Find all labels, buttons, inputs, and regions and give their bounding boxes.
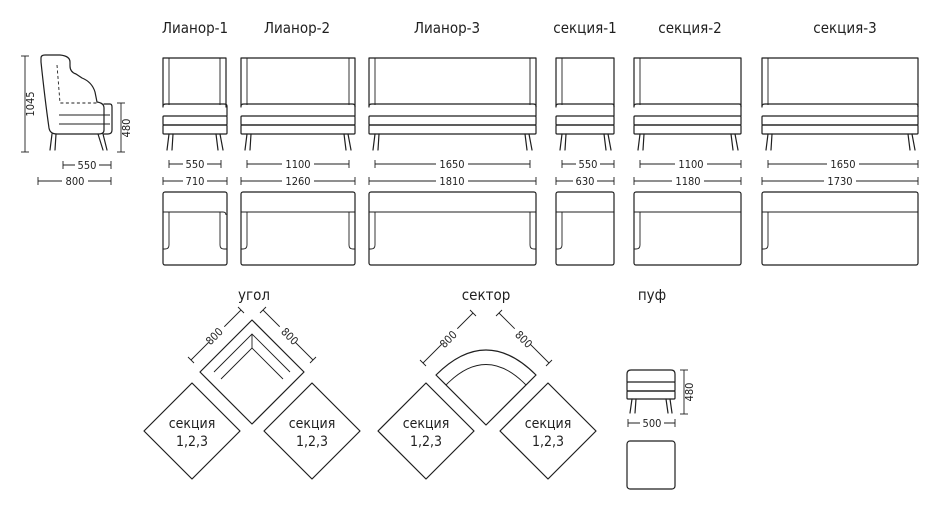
lianor-1-front-view [162, 57, 228, 151]
armchair-seat-height-dim: 480 [120, 119, 133, 138]
corner-diamond-right-line2: 1,2,3 [296, 434, 328, 450]
title-sector: сектор [462, 286, 511, 304]
title-pouf: пуф [638, 286, 666, 304]
section-2-outer-dim: 1180 [675, 175, 700, 188]
sector-diamond-left-line2: 1,2,3 [410, 434, 442, 450]
lianor-3-dims: 1650 1810 [368, 158, 537, 188]
lianor-1-inner-dim: 550 [186, 158, 205, 171]
lianor-2-outer-dim: 1260 [285, 175, 310, 188]
corner-diamond-left-line1: секция [169, 416, 216, 432]
sector-diamond-left-line1: секция [403, 416, 450, 432]
corner-diamond-right-line1: секция [289, 416, 336, 432]
corner-diamond-left-line2: 1,2,3 [176, 434, 208, 450]
section-3-top-view [761, 191, 919, 266]
lianor-1-dims: 550 710 [162, 158, 228, 188]
sector-diamond-right-line1: секция [525, 416, 572, 432]
title-section-1: секция-1 [553, 19, 616, 37]
section-1-outer-dim: 630 [576, 175, 595, 188]
title-section-3: секция-3 [813, 19, 876, 37]
section-1-front-view [555, 57, 615, 151]
lianor-1-top-view [162, 191, 228, 266]
section-1-top-view [555, 191, 615, 266]
section-3-inner-dim: 1650 [830, 158, 855, 171]
title-lianor-3: Лианор-3 [414, 19, 480, 37]
lianor-3-outer-dim: 1810 [439, 175, 464, 188]
section-1-dims: 550 630 [555, 158, 615, 188]
lianor-3-inner-dim: 1650 [439, 158, 464, 171]
corner-diamond-left: секция 1,2,3 [143, 382, 241, 480]
lianor-2-inner-dim: 1100 [285, 158, 310, 171]
title-lianor-1: Лианор-1 [162, 19, 228, 37]
pouf-top-view [626, 440, 676, 490]
armchair-depth-dim: 800 [66, 175, 85, 188]
section-1-inner-dim: 550 [579, 158, 598, 171]
armchair-side-view: 1045 480 550 800 [21, 54, 133, 188]
sector-diamond-right: секция 1,2,3 [499, 382, 597, 480]
lianor-3-top-view [368, 191, 537, 266]
lianor-2-front-view [240, 57, 356, 151]
section-3-dims: 1650 1730 [761, 158, 919, 188]
sector-diamond-right-line2: 1,2,3 [532, 434, 564, 450]
section-3-outer-dim: 1730 [827, 175, 852, 188]
sector-diamond-left: секция 1,2,3 [377, 382, 475, 480]
section-2-front-view [633, 57, 742, 151]
section-2-dims: 1100 1180 [633, 158, 742, 188]
title-corner: угол [238, 286, 270, 304]
section-2-top-view [633, 191, 742, 266]
pouf-width-dim: 500 [643, 417, 662, 430]
section-3-front-view [761, 57, 919, 151]
lianor-1-outer-dim: 710 [186, 175, 205, 188]
pouf-height-dim: 480 [683, 383, 696, 402]
corner-diamond-right: секция 1,2,3 [263, 382, 361, 480]
title-section-2: секция-2 [658, 19, 721, 37]
lianor-3-front-view [368, 57, 537, 151]
section-2-inner-dim: 1100 [678, 158, 703, 171]
armchair-seat-depth-dim: 550 [78, 159, 97, 172]
pouf-front-view: 480 500 [626, 369, 696, 430]
lianor-2-top-view [240, 191, 356, 266]
corner-module: 800 800 [187, 306, 317, 425]
title-lianor-2: Лианор-2 [264, 19, 330, 37]
sector-module: 800 800 [419, 309, 553, 426]
lianor-2-dims: 1100 1260 [240, 158, 356, 188]
armchair-height-dim: 1045 [24, 91, 37, 116]
